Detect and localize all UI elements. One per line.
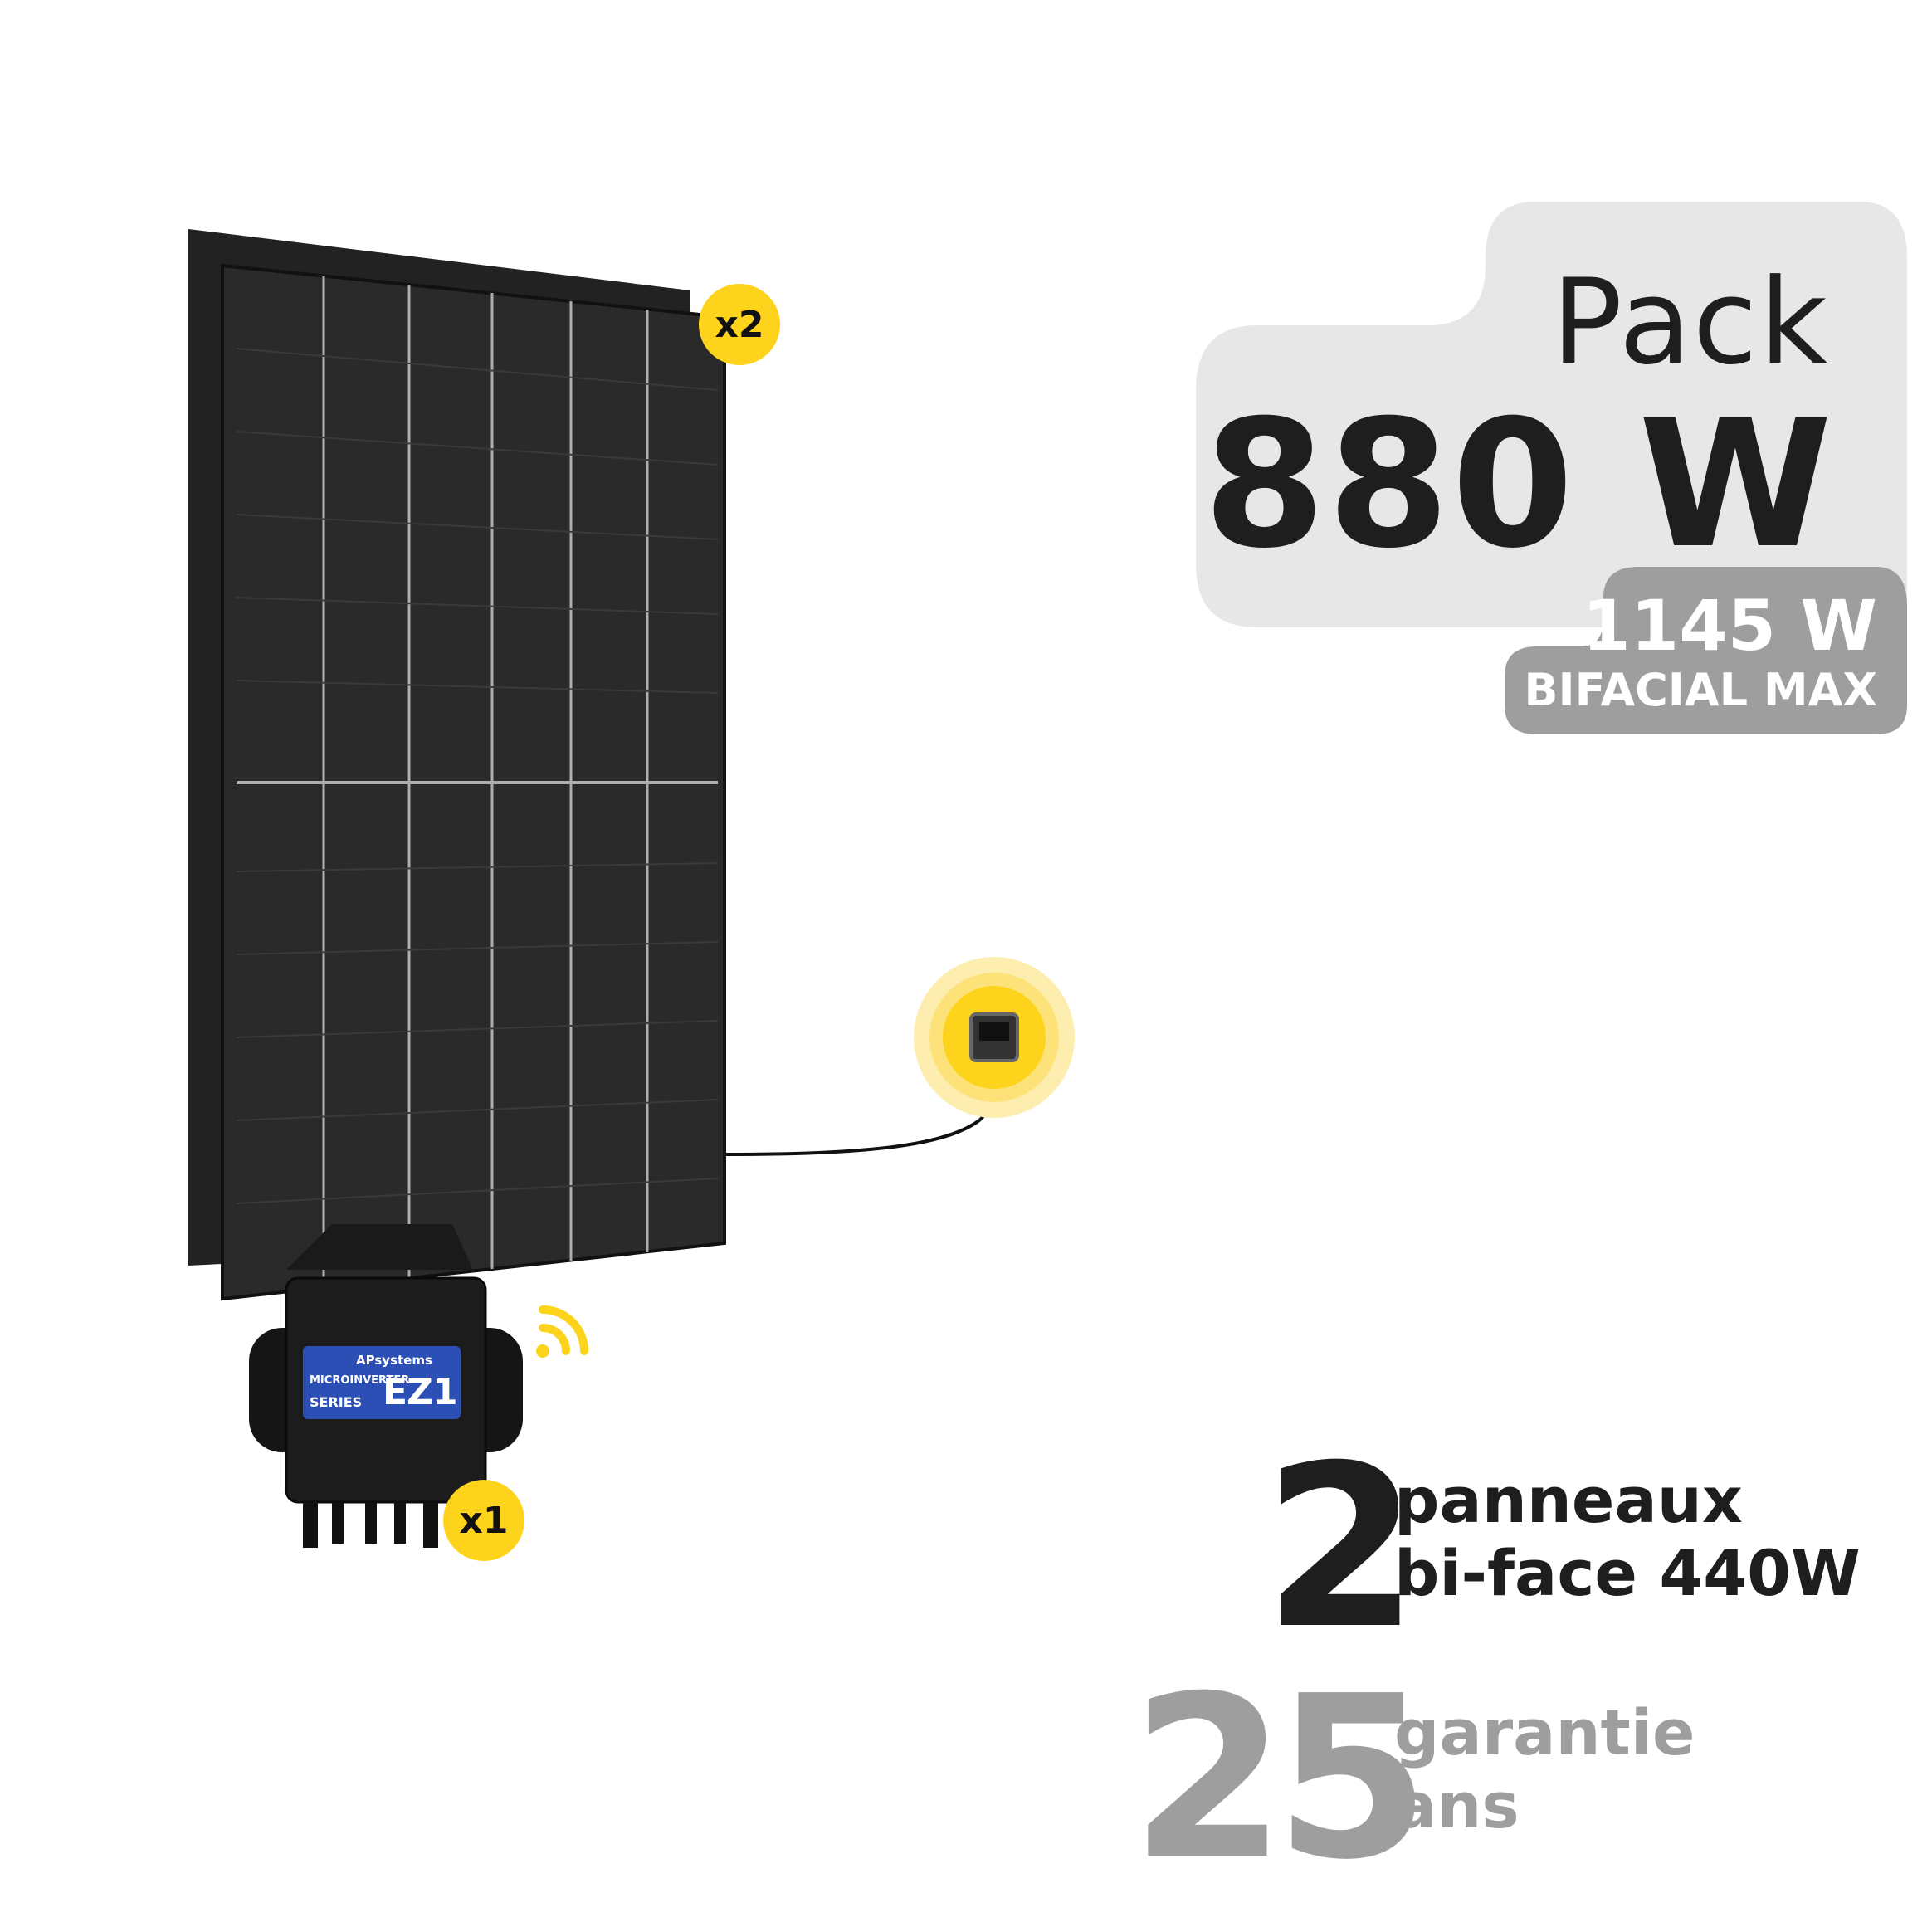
inverter-brand: APsystems bbox=[356, 1353, 432, 1368]
pack-label: Pack bbox=[1551, 254, 1829, 391]
solar-panel-front bbox=[221, 263, 726, 1301]
warranty-label-line1: garantie bbox=[1394, 1695, 1695, 1769]
inverter-label: APsystems MICROINVERTER SERIES EZ1 bbox=[303, 1346, 461, 1419]
warranty-years: 25 bbox=[1130, 1647, 1431, 1909]
warranty-label-line2: ans bbox=[1394, 1769, 1520, 1842]
inverter-series-line1: MICROINVERTER bbox=[310, 1374, 410, 1387]
bifacial-power: 1145 W bbox=[1582, 585, 1877, 666]
power-socket-icon bbox=[914, 957, 1075, 1118]
bifacial-background bbox=[1505, 567, 1907, 734]
inverter-series-line2: SERIES bbox=[310, 1394, 363, 1410]
wifi-signal-icon bbox=[536, 1305, 588, 1358]
panel-count: 2 bbox=[1263, 1417, 1419, 1678]
inverter-model: EZ1 bbox=[383, 1371, 458, 1413]
panel-description-line1: panneaux bbox=[1394, 1463, 1743, 1537]
pack-power: 880 W bbox=[1203, 382, 1834, 587]
panel-description-line2: bi-face 440W bbox=[1394, 1536, 1861, 1610]
panels-quantity-badge: x2 bbox=[699, 284, 780, 365]
inverter-quantity-badge: x1 bbox=[443, 1480, 524, 1561]
bifacial-label: BIFACIAL MAX bbox=[1524, 664, 1877, 716]
title-background bbox=[1196, 202, 1907, 627]
